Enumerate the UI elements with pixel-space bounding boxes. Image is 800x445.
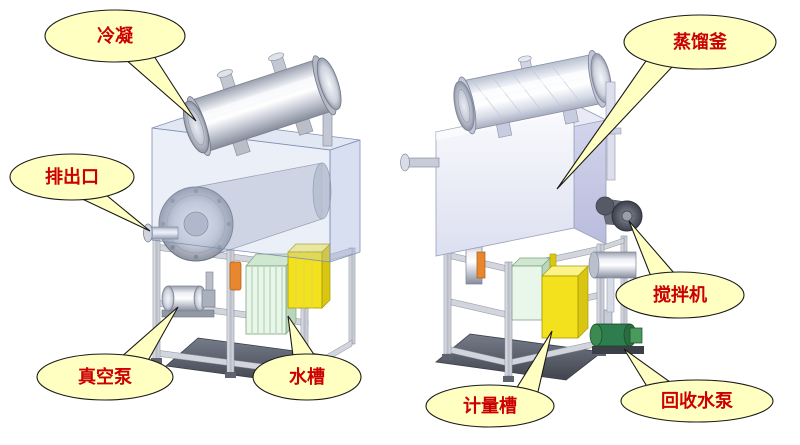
right-machine [400,50,644,382]
callout-agitator: 搅拌机 [615,220,745,319]
callout-label: 冷凝 [97,25,134,46]
callout-bubble [44,9,186,63]
callout-distillation-kettle: 蒸馏釜 [556,14,777,190]
callout-label: 蒸馏釜 [673,31,728,52]
callout-bubble [252,353,362,401]
callouts: 冷凝 排出口 真空泵 水槽 蒸馏釜 搅拌机 [9,9,777,428]
kettle-box-part [434,103,608,257]
discharge-outlet-part [143,223,179,243]
kettle-cylinder-part [158,162,332,262]
callout-bubble [620,379,774,423]
agitator-part [588,196,643,313]
right-frame-post [504,261,513,377]
callout-label: 搅拌机 [653,284,707,305]
callout-metering-tank: 计量槽 [425,330,555,428]
left-frame-back-post [348,247,356,345]
callout-vacuum-pump: 真空泵 [36,306,179,401]
left-yellow-container-part [287,243,331,309]
callout-bubble [615,271,745,319]
right-frame-post [443,247,452,355]
metering-tank-part [541,253,589,339]
water-tank-part [245,253,297,335]
vacuum-pump-part [161,271,216,318]
callout-recovery-water-pump: 回收水泵 [620,348,774,423]
callout-label: 排出口 [45,166,99,187]
recovery-pump-part [589,309,644,354]
left-pipe-part [400,153,440,172]
callout-label: 水槽 [289,366,325,387]
right-floor-panel [435,333,603,381]
left-orange-valve [229,261,242,291]
callout-label: 回收水泵 [661,390,733,411]
callout-bubble [425,384,555,428]
callout-bubble [9,153,135,201]
callout-discharge-outlet: 排出口 [9,153,151,232]
callout-condenser: 冷凝 [44,9,197,122]
left-condenser-part [182,52,342,157]
callout-label: 真空泵 [78,366,132,387]
callout-bubble [36,353,174,401]
callout-bubble [623,14,777,70]
callout-water-tank: 水槽 [252,315,362,401]
callout-label: 计量槽 [463,395,517,416]
